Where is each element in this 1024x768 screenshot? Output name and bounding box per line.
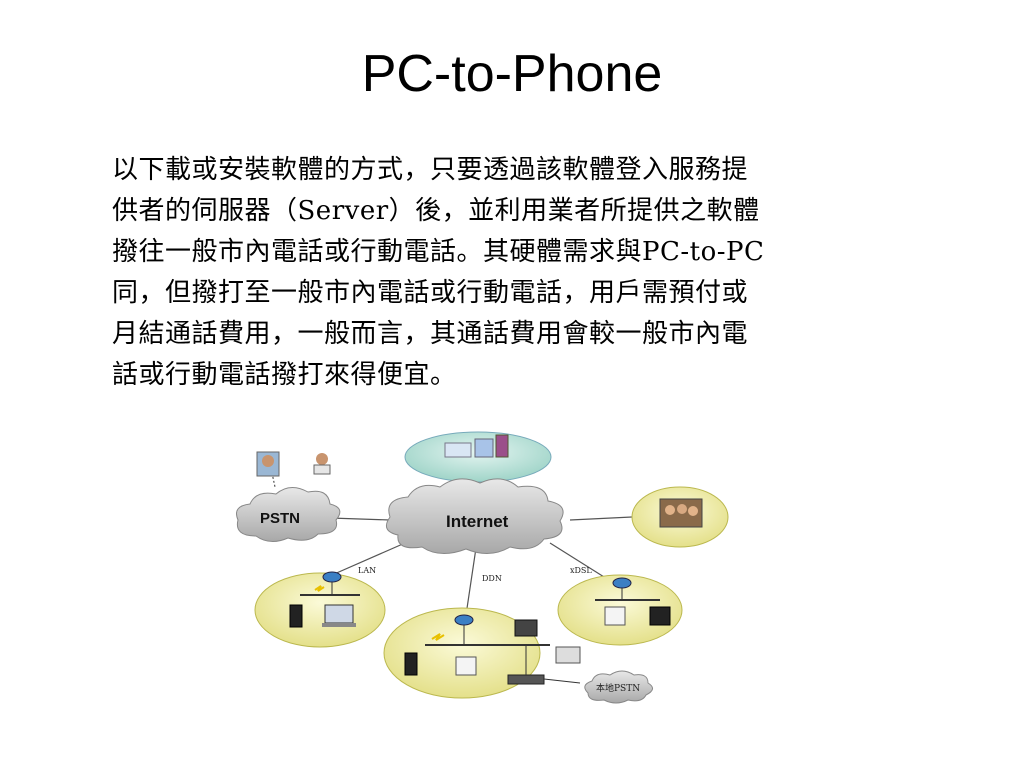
xdsl-label: xDSL: [570, 566, 592, 575]
link-pstn: [329, 517, 391, 521]
ddn-site: DDN: [383, 574, 581, 699]
server-icon: [474, 438, 494, 458]
user-photo-icon: [256, 451, 280, 477]
router-icon: [322, 571, 342, 583]
paragraph-line: 同，但撥打至一般市內電話或行動電話，用戶需預付或: [112, 278, 749, 308]
mobile-phone-icon: [289, 604, 303, 628]
slide-paragraph: 以下載或安裝軟體的方式，只要透過該軟體登入服務提 供者的伺服器（Server）後…: [112, 150, 932, 396]
pstn-cloud: PSTN: [236, 487, 341, 542]
local-pstn-cloud: 本地PSTN: [584, 670, 653, 704]
slide-title: PC-to-Phone: [361, 45, 663, 103]
lan-site: LAN: [254, 566, 386, 648]
lightning-icon: [431, 633, 445, 641]
network-diagram: PSTN Internet LAN: [236, 431, 729, 704]
paragraph-line: 撥往一般市內電話或行動電話。其硬體需求與PC-to-PC: [112, 237, 765, 267]
paragraph-line: 以下載或安裝軟體的方式，只要透過該軟體登入服務提: [112, 155, 749, 185]
phone-icon: [455, 656, 477, 676]
internet-label: Internet: [446, 512, 509, 531]
server-site: [404, 431, 552, 483]
paragraph-line: 月結通話費用，一般而言，其通話費用會較一般市內電: [112, 319, 749, 349]
router-icon: [612, 577, 632, 589]
connection-lines: [271, 472, 633, 616]
mobile-phone-icon: [404, 652, 418, 676]
link-branch: [569, 516, 633, 521]
paragraph-line: 話或行動電話撥打來得便宜。: [112, 360, 457, 390]
phone-icon: [604, 606, 626, 626]
link-lan: [331, 542, 406, 576]
server-icon: [495, 434, 509, 458]
internet-cloud: Internet: [385, 478, 564, 554]
gateway-icon: [507, 674, 545, 685]
branch-site: [631, 486, 729, 548]
server-icon: [444, 442, 472, 458]
lightning-icon: [314, 585, 325, 592]
desk-phone-icon: [649, 606, 671, 626]
fax-icon: [555, 646, 581, 664]
link-ddn: [465, 547, 477, 616]
ddn-label: DDN: [482, 574, 502, 583]
laptop-icon: [324, 604, 354, 624]
xdsl-site: xDSL: [557, 566, 683, 646]
operator-icon: [313, 453, 331, 475]
paragraph-line: 供者的伺服器（Server）後，並利用業者所提供之軟體: [112, 196, 760, 226]
local-pstn-label: 本地PSTN: [596, 682, 640, 694]
router-icon: [454, 614, 474, 626]
pstn-label: PSTN: [260, 510, 300, 527]
lan-label: LAN: [358, 566, 376, 575]
desk-phone-icon: [514, 619, 538, 637]
